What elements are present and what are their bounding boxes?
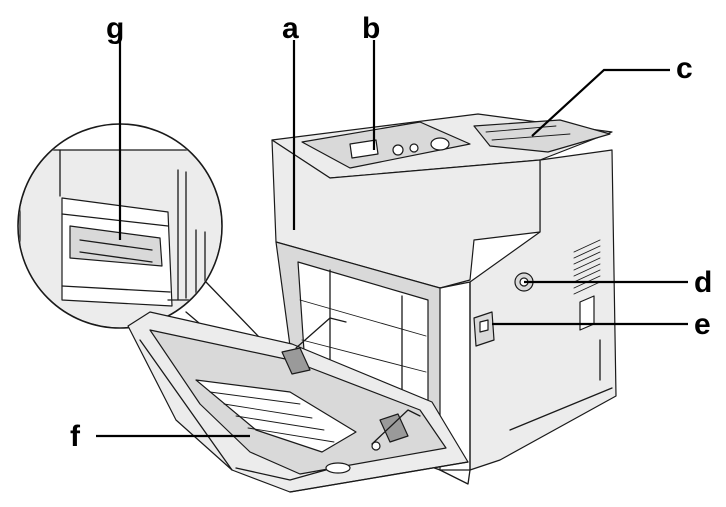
zoom-inset [17, 123, 223, 329]
callout-c: c [676, 52, 693, 85]
mp-tray-guide-right [379, 413, 409, 443]
mp-tray-extension [195, 379, 357, 453]
panel-button-2 [409, 143, 419, 153]
power-button [430, 137, 450, 151]
mp-tray [127, 311, 469, 493]
panel-button-1 [392, 144, 404, 156]
leader-c [531, 68, 670, 137]
lcd-display [349, 139, 379, 159]
callout-f: f [70, 420, 81, 453]
callout-g: g [106, 12, 124, 45]
callout-d: d [694, 266, 712, 299]
callout-b: b [362, 12, 380, 45]
callout-a: a [282, 12, 299, 45]
zoom-inset-content [19, 149, 221, 327]
control-panel [301, 121, 471, 169]
callout-e: e [694, 308, 711, 341]
printer [127, 113, 617, 493]
mp-tray-guide-left [281, 347, 311, 375]
printer-side-panel [469, 149, 617, 471]
